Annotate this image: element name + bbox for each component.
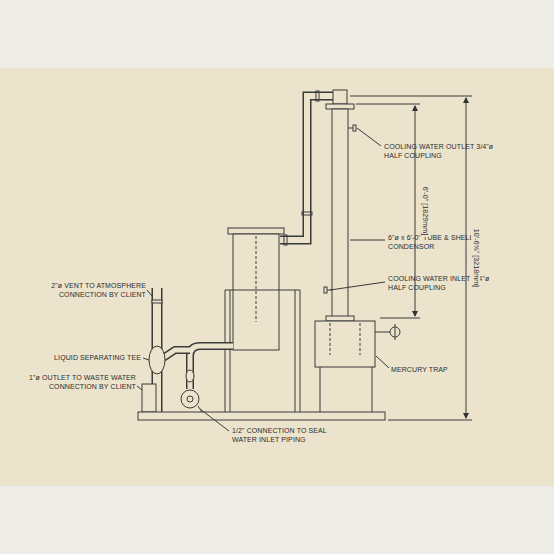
drawing-stroke [225,290,300,291]
drawing-stroke [295,290,296,412]
drawing-stroke [280,96,340,240]
drawing-stroke [256,236,257,322]
drawing-stroke [228,228,284,234]
drawing-stroke [357,128,381,146]
drawing-stroke [225,290,226,412]
drawing-stroke [284,235,287,245]
drawing-stroke [200,409,229,431]
drawing-stroke [376,356,389,368]
drawing-stroke [388,420,472,421]
drawing-stroke [181,390,199,408]
drawing-stroke [163,350,190,358]
drawing-stroke [380,318,420,319]
drawing-stroke [326,104,354,109]
drawing-stroke [315,321,375,367]
drawing-stroke [320,367,321,412]
drawing-stroke [350,240,385,241]
drawing-stroke [142,384,156,412]
drawing-stroke [186,370,194,382]
drawing-stroke [300,290,301,412]
drawing-stroke [356,104,420,105]
callout-label: 1/2" CONNECTION TO SEAL WATER INLET PIPI… [232,427,352,444]
drawing-stroke [350,96,472,97]
drawing-stroke [280,96,340,240]
drawing-stroke [190,346,233,389]
drawing-stroke [152,300,162,303]
drawing-stroke [326,316,354,321]
callout-label: LIQUID SEPARATING TEE [40,354,141,363]
drawing-stroke [348,128,353,129]
drawing-stroke [0,68,554,486]
drawing-stroke [395,324,396,340]
drawing-stroke [353,125,356,131]
drawing-stroke [372,367,373,412]
drawing-stroke [143,358,149,360]
drawing-stroke [332,109,348,317]
drawing-stroke [330,323,331,355]
drawing-stroke [137,386,142,390]
drawing-stroke [149,346,165,374]
callout-label: COOLING WATER INLET 3/4"ø HALF COUPLING [388,275,498,292]
drawing-stroke [233,234,279,350]
drawing-stroke [163,350,190,358]
drawing-stroke [187,396,193,402]
callout-label: COOLING WATER OUTLET 3/4"ø HALF COUPLING [384,143,494,160]
drawing-stroke [190,346,233,389]
drawing-stroke [302,212,312,215]
drawing-stroke [137,90,472,431]
drawing-stroke [230,290,231,412]
callout-label: 1"ø OUTLET TO WASTE WATER CONNECTION BY … [26,374,136,391]
drawing-stroke [324,287,327,293]
drawing-stroke [316,91,319,101]
callout-label: MERCURY TRAP [391,366,471,375]
drawing-stroke [330,282,385,290]
dimension-text: 6'-0" [1829mm] [421,185,430,237]
drawing-stroke [375,332,390,333]
drawing-stroke [333,90,347,104]
callout-label: 2"ø VENT TO ATMOSPHERE CONNECTION BY CLI… [36,282,146,299]
drawing-stroke [138,412,385,420]
dimension-text: 10'-6⅝" [3218mm] [472,227,481,289]
drawing-stroke [147,290,152,296]
drawing-stroke [360,323,361,355]
